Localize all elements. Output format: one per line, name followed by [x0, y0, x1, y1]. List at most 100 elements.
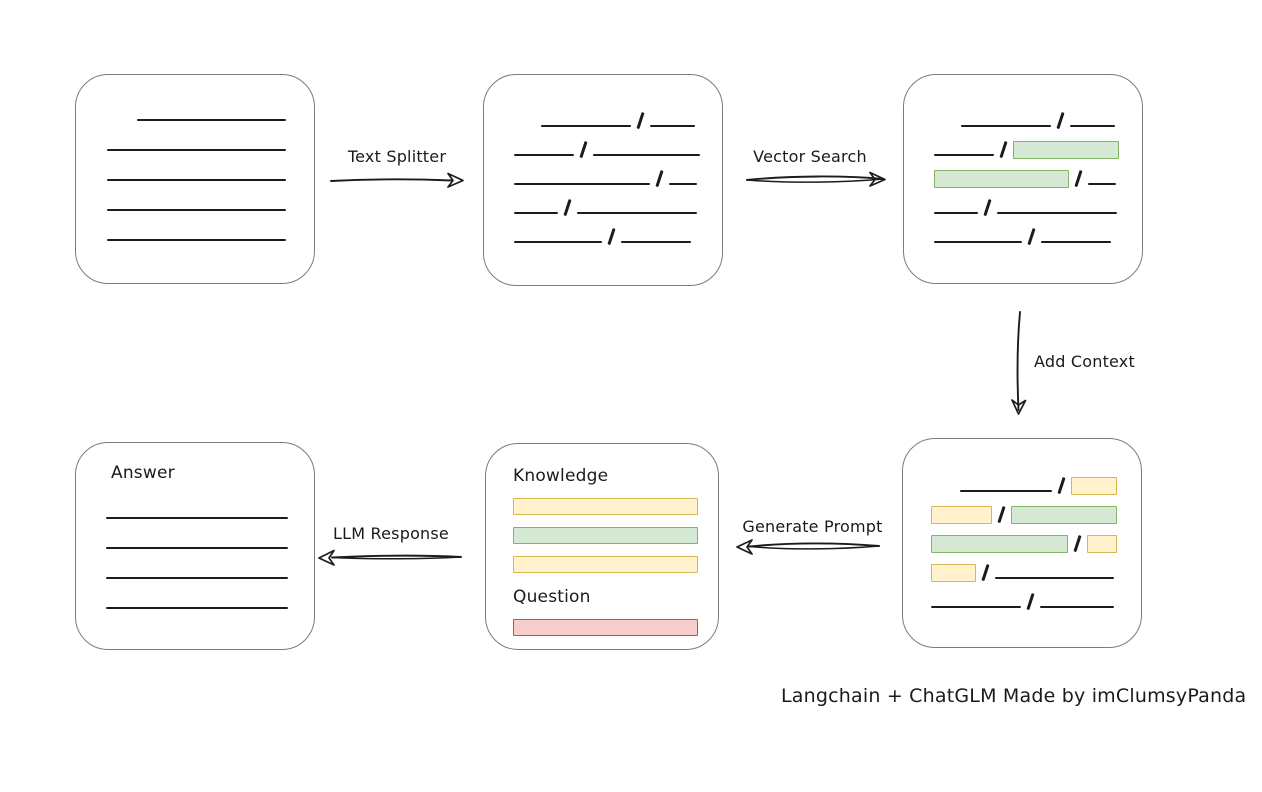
diagram-caption: Langchain + ChatGLM Made by imClumsyPand…	[781, 685, 1247, 707]
context-chunks-box	[902, 438, 1142, 648]
text-segment-line	[592, 154, 700, 156]
llm-response-label: LLM Response	[333, 524, 449, 543]
yellow-highlight-chip	[1070, 477, 1117, 495]
answer-box: Answer	[75, 442, 315, 650]
text-line	[107, 239, 286, 241]
knowledge-heading: Knowledge	[513, 466, 609, 486]
text-segment-line	[1087, 183, 1116, 185]
text-segment-line	[934, 154, 994, 156]
text-segment-line	[541, 125, 631, 127]
matched-chunks-box	[903, 74, 1143, 284]
text-line	[106, 577, 288, 579]
chunk-rows	[934, 108, 1142, 245]
chunk-rows	[514, 108, 722, 245]
add-context-label: Add Context	[1034, 352, 1135, 371]
generate-prompt-label: Generate Prompt	[742, 517, 883, 536]
vector-search-arrow	[746, 171, 886, 187]
text-segment-line	[996, 212, 1117, 214]
slash-separator	[1057, 477, 1066, 494]
slash-separator	[636, 112, 645, 129]
text-line	[106, 547, 288, 549]
slash-separator	[579, 141, 588, 158]
chunk-row	[514, 224, 722, 245]
green-bar	[513, 527, 698, 544]
yellow-bar	[513, 498, 698, 515]
slash-separator	[655, 170, 664, 187]
chunk-row	[931, 589, 1141, 610]
answer-lines	[106, 517, 314, 609]
chunk-row	[931, 560, 1141, 582]
text-line	[106, 607, 288, 609]
yellow-highlight-chip	[1086, 535, 1117, 553]
text-segment-line	[934, 241, 1022, 243]
text-segment-line	[934, 212, 978, 214]
slash-separator	[1026, 593, 1035, 610]
green-highlight-chip	[1012, 141, 1119, 159]
chunk-row	[934, 224, 1142, 245]
text-segment-line	[649, 125, 695, 127]
text-segment-line	[961, 125, 1051, 127]
chunk-row	[541, 108, 722, 129]
text-segment-line	[514, 212, 558, 214]
text-segment-line	[960, 490, 1052, 492]
chunk-row	[514, 195, 722, 216]
text-segment-line	[994, 577, 1114, 579]
green-highlight-chip	[931, 535, 1068, 553]
chunk-rows	[931, 473, 1141, 610]
slash-separator	[1073, 535, 1082, 552]
chunk-row	[934, 137, 1142, 159]
chunk-row	[931, 502, 1141, 524]
yellow-highlight-chip	[931, 564, 976, 582]
document-lines	[107, 119, 314, 241]
text-segment-line	[514, 154, 574, 156]
text-segment-line	[1069, 125, 1115, 127]
green-highlight-chip	[934, 170, 1069, 188]
text-segment-line	[576, 212, 697, 214]
yellow-bar	[513, 556, 698, 573]
chunk-row	[514, 137, 722, 158]
text-line	[107, 149, 286, 151]
generate-prompt-arrow	[736, 539, 880, 555]
text-segment-line	[514, 241, 602, 243]
yellow-highlight-chip	[931, 506, 992, 524]
slash-separator	[999, 141, 1008, 158]
knowledge-bars	[513, 498, 718, 573]
text-segment-line	[620, 241, 691, 243]
text-segment-line	[668, 183, 697, 185]
slash-separator	[981, 564, 990, 581]
chunk-row	[931, 531, 1141, 553]
green-highlight-chip	[1010, 506, 1117, 524]
prompt-box: Knowledge Question	[485, 443, 719, 650]
chunk-row	[934, 195, 1142, 216]
answer-heading: Answer	[111, 463, 175, 483]
chunk-row	[934, 166, 1142, 188]
slash-separator	[997, 506, 1006, 523]
slash-separator	[607, 228, 616, 245]
split-chunks-box	[483, 74, 723, 286]
chunk-row	[960, 473, 1141, 495]
slash-separator	[983, 199, 992, 216]
text-line	[107, 209, 286, 211]
text-splitter-arrow	[330, 172, 464, 188]
question-bars	[513, 619, 718, 636]
vector-search-label: Vector Search	[753, 147, 867, 166]
text-segment-line	[1039, 606, 1114, 608]
add-context-arrow	[1011, 311, 1027, 415]
red-bar	[513, 619, 698, 636]
chunk-row	[961, 108, 1142, 129]
question-heading: Question	[513, 587, 591, 607]
text-segment-line	[514, 183, 650, 185]
text-segment-line	[1040, 241, 1111, 243]
text-line	[107, 179, 286, 181]
text-splitter-label: Text Splitter	[347, 147, 447, 166]
text-segment-line	[931, 606, 1021, 608]
text-line	[106, 517, 288, 519]
source-document-box	[75, 74, 315, 284]
slash-separator	[1027, 228, 1036, 245]
slash-separator	[563, 199, 572, 216]
text-line	[137, 119, 286, 121]
slash-separator	[1056, 112, 1065, 129]
chunk-row	[514, 166, 722, 187]
slash-separator	[1074, 170, 1083, 187]
